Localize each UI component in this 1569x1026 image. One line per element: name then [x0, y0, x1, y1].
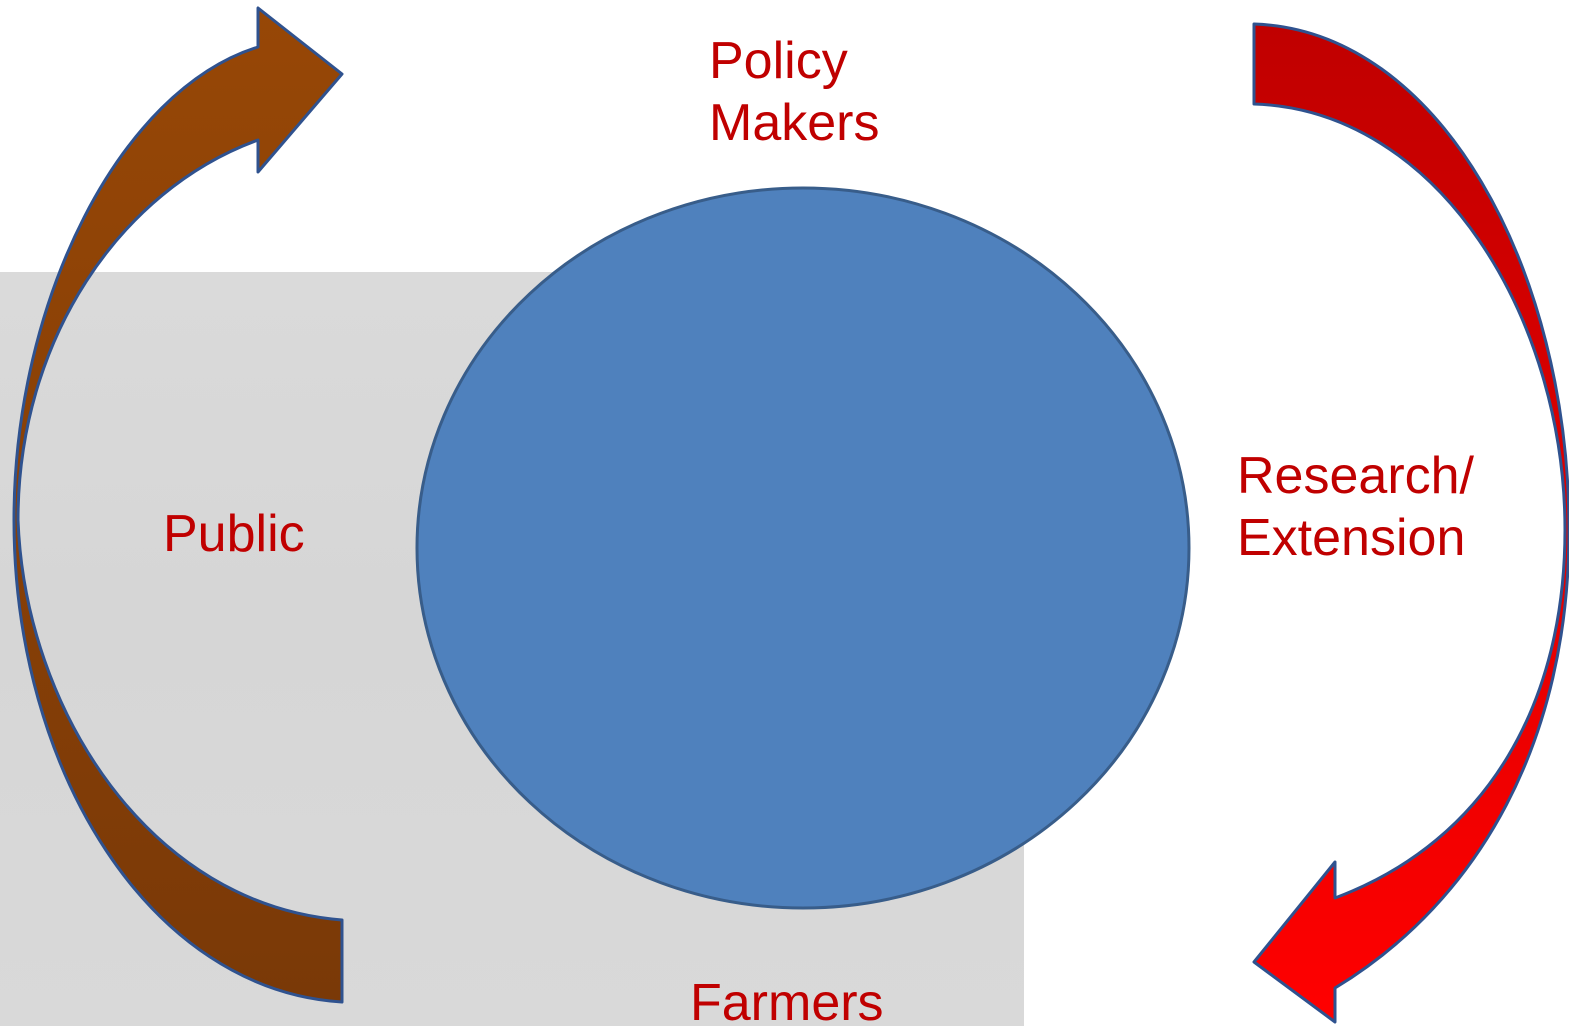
label-policy-makers: Policy Makers	[709, 32, 880, 152]
label-farmers: Farmers	[690, 974, 884, 1026]
label-public: Public	[163, 505, 305, 563]
label-research-extension: Research/ Extension	[1237, 447, 1474, 567]
center-circle	[415, 186, 1191, 910]
curved-arrow-down-icon	[1252, 22, 1569, 1024]
curved-arrow-up-icon	[12, 6, 344, 1004]
